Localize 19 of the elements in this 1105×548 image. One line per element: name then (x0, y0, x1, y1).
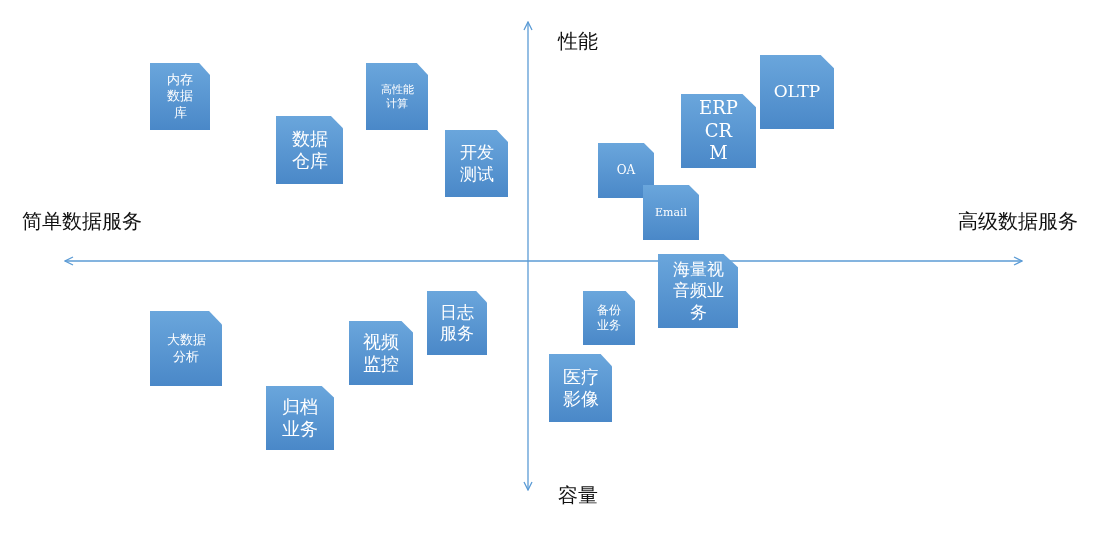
note-box: 数据仓库 (276, 116, 343, 184)
note-box: 视频监控 (349, 321, 413, 385)
note-box: 备份业务 (583, 291, 635, 345)
note-box: 医疗影像 (549, 354, 612, 422)
axis-label: 容量 (558, 482, 598, 509)
note-box: Email (643, 185, 699, 240)
axis-label: 简单数据服务 (22, 208, 142, 235)
axis-label: 高级数据服务 (958, 208, 1078, 235)
note-box: 内存数据库 (150, 63, 210, 130)
note-box: ERP CRM (681, 94, 756, 168)
note-box: 大数据分析 (150, 311, 222, 386)
axis-label: 性能 (558, 28, 598, 55)
note-box: 开发测试 (445, 130, 508, 197)
note-box: 海量视音频业务 (658, 254, 738, 328)
note-box: 高性能计算 (366, 63, 428, 130)
note-box: 归档业务 (266, 386, 334, 450)
note-box: OA (598, 143, 654, 198)
note-box: 日志服务 (427, 291, 487, 355)
note-box: OLTP (760, 55, 834, 129)
